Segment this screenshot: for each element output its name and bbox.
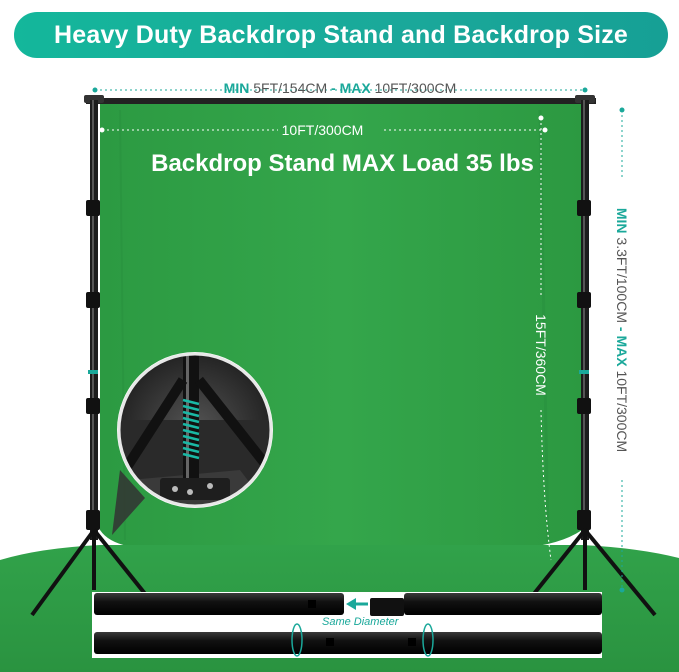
width-min-value: 5FT/154CM [253, 80, 328, 96]
left-stand [30, 95, 152, 617]
rotation-arrow-icon [291, 623, 434, 657]
width-max-value: 10FT/300CM [374, 80, 457, 96]
width-range-label: MIN 5FT/154CM - MAX 10FT/300CM [95, 80, 585, 96]
height-min-value: 3.3FT/100CM [614, 237, 630, 323]
width-min-label: MIN [223, 80, 250, 96]
arrow-left-icon [346, 598, 368, 610]
height-max-label: - MAX [614, 326, 630, 367]
top-crossbar [86, 98, 596, 104]
stand-height-dimension [619, 107, 625, 593]
backdrop-height-dimension [538, 115, 552, 561]
height-min-label: MIN [614, 207, 630, 234]
width-range-dimension [92, 87, 588, 93]
green-backdrop [0, 103, 679, 672]
spring-icon [182, 398, 200, 460]
backdrop-width-label: 10FT/300CM [281, 122, 364, 138]
height-max-value: 10FT/300CM [614, 370, 630, 453]
width-max-label: - MAX [331, 80, 371, 96]
right-stand [523, 95, 657, 617]
stand-height-label: MIN 3.3FT/100CM - MAX 10FT/300CM [614, 208, 630, 452]
max-load-text: Backdrop Stand MAX Load 35 lbs [151, 150, 534, 177]
same-diameter-caption: Same Diameter [322, 616, 399, 628]
backdrop-width-dimension [99, 127, 548, 133]
crossbar-detail [92, 592, 602, 658]
backdrop-height-label: 15FT/360CM [533, 314, 549, 396]
page-title: Heavy Duty Backdrop Stand and Backdrop S… [14, 12, 668, 58]
